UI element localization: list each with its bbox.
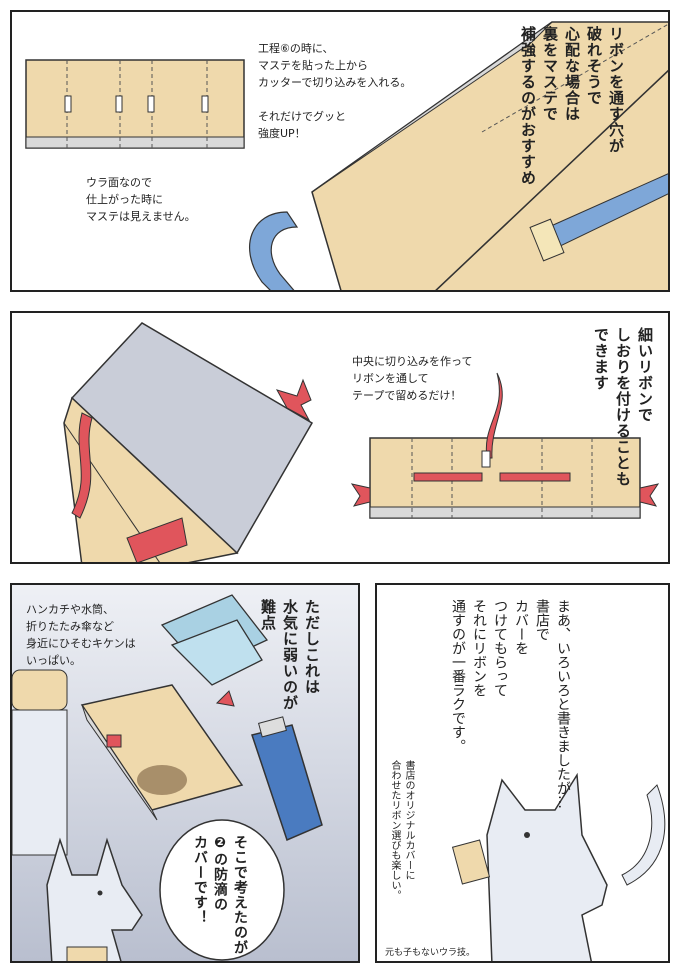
handkerchief-drawing (160, 594, 269, 686)
closeup-cover-drawing (311, 21, 668, 290)
blue-ribbon-drawing (249, 211, 299, 290)
bubble-text: そこで考えたのが ❷の防滴の カバーです！ (192, 835, 248, 955)
easiest-way-text: まあ、いろいろと書きましたが… 書店で カバーを つけてもらって それにリボンを… (450, 599, 571, 809)
speech-bubble (159, 819, 285, 961)
fox-character-drawing (46, 837, 143, 961)
fox-holding-book-drawing (451, 772, 666, 961)
tape-tip-text: リボンを通す穴が 破れそうで 心配な場合は 裏をマステで 補強するのがおすすめ (519, 26, 625, 186)
caption: 元も子もないウラ技。 (385, 948, 476, 958)
wet-book-drawing (80, 684, 244, 821)
tilted-book-drawing (63, 322, 314, 562)
panel-1-illustration (25, 21, 668, 290)
ribbon-fun-note: 書店のオリジナルカバーに 合わせたリボン選びも楽しい。 (389, 760, 414, 900)
danger-note: ハンカチや水筒、 折りたたみ傘など 身近にひそむキケンは いっぱい。 (26, 603, 136, 667)
back-side-note: ウラ面なので 仕上がった時に マステは見えません。 (86, 176, 196, 223)
weakness-text: ただしこれは 水気に弱いのが 難点 (259, 599, 321, 711)
panel-3-illustration (12, 594, 323, 961)
water-bottle-drawing (12, 669, 68, 856)
step-note: 工程⑥の時に、 マステを貼った上から カッターで切り込みを入れる。 それだけでグ… (258, 42, 412, 140)
panel-4-illustration (451, 772, 666, 961)
panel-2-illustration (63, 322, 660, 562)
panel-3: ハンカチや水筒、 折りたたみ傘など 身近にひそむキケンは いっぱい。 ただしこれ… (10, 583, 360, 963)
panel-2: 中央に切り込みを作って リボンを通して テープで留めるだけ！ 細いリボンで しお… (10, 311, 670, 564)
panel-4: まあ、いろいろと書きましたが… 書店で カバーを つけてもらって それにリボンを… (375, 583, 670, 963)
bookmark-note: 中央に切り込みを作って リボンを通して テープで留めるだけ！ (352, 355, 473, 402)
flat-book-cover-drawing (25, 59, 245, 149)
bookmark-tip-text: 細いリボンで しおりを付けることも できます (592, 327, 654, 487)
panel-1: 工程⑥の時に、 マステを貼った上から カッターで切り込みを入れる。 それだけでグ… (10, 10, 670, 292)
folding-umbrella-drawing (251, 716, 323, 842)
flat-cover-with-bookmark-drawing (350, 372, 660, 519)
